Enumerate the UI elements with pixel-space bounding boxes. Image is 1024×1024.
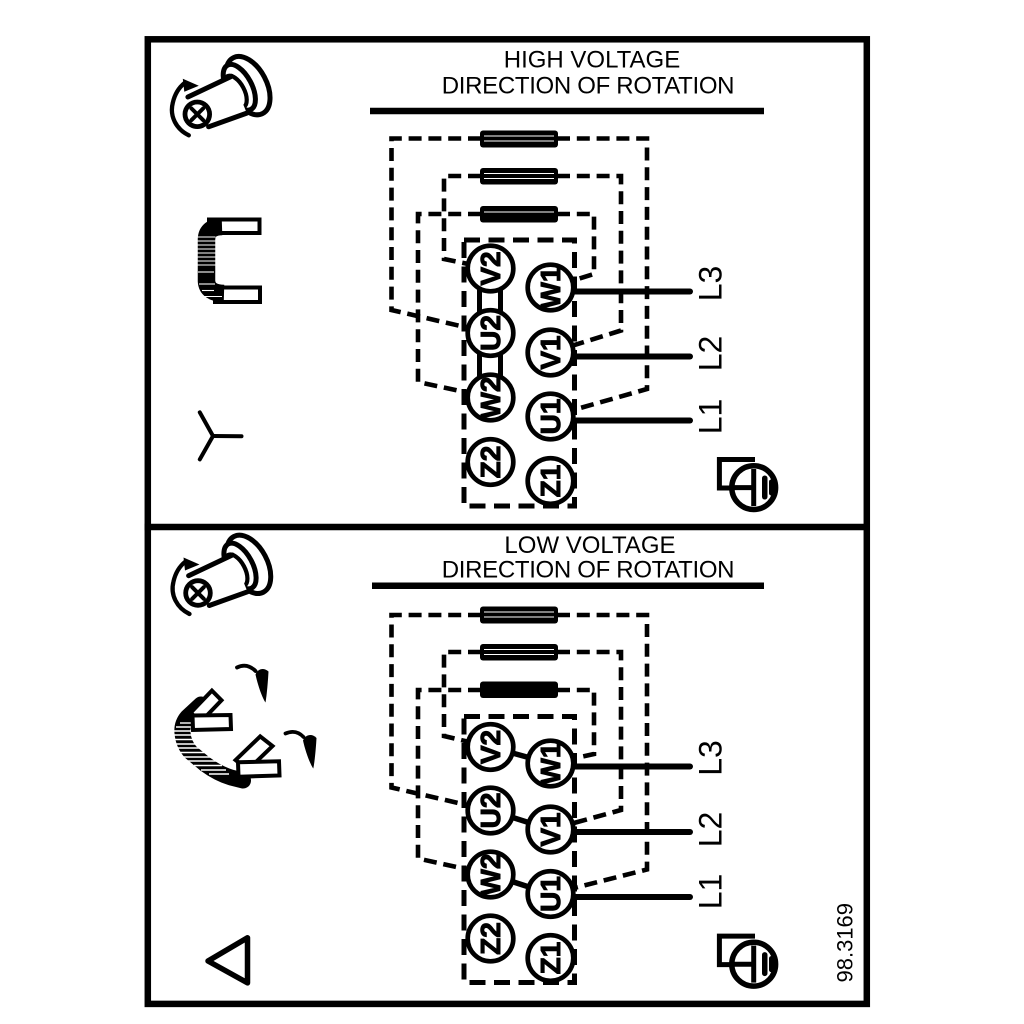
svg-text:Z1: Z1: [535, 942, 566, 975]
svg-text:HIGH VOLTAGE: HIGH VOLTAGE: [504, 47, 680, 74]
svg-text:98.3169: 98.3169: [833, 903, 858, 983]
svg-text:W1: W1: [535, 743, 566, 785]
svg-text:U2: U2: [475, 315, 506, 351]
svg-text:U1: U1: [535, 399, 566, 435]
svg-text:L3: L3: [693, 266, 729, 302]
svg-text:U1: U1: [535, 876, 566, 912]
svg-text:Z2: Z2: [475, 446, 506, 479]
svg-text:LOW VOLTAGE: LOW VOLTAGE: [504, 532, 675, 559]
svg-text:V2: V2: [475, 251, 506, 285]
svg-text:W1: W1: [535, 267, 566, 309]
svg-text:U2: U2: [475, 793, 506, 829]
svg-text:Z1: Z1: [535, 465, 566, 498]
svg-text:V1: V1: [535, 812, 566, 846]
svg-text:L1: L1: [693, 399, 729, 435]
svg-text:W2: W2: [475, 854, 506, 896]
svg-text:L2: L2: [693, 812, 729, 848]
svg-text:DIRECTION OF ROTATION: DIRECTION OF ROTATION: [442, 73, 734, 100]
svg-text:DIRECTION OF ROTATION: DIRECTION OF ROTATION: [442, 557, 734, 584]
svg-text:L2: L2: [693, 336, 729, 372]
svg-text:L3: L3: [693, 740, 729, 776]
svg-text:V2: V2: [475, 730, 506, 764]
svg-text:V1: V1: [535, 335, 566, 369]
svg-text:L1: L1: [693, 874, 729, 910]
svg-text:W2: W2: [475, 377, 506, 419]
svg-text:Z2: Z2: [475, 922, 506, 955]
